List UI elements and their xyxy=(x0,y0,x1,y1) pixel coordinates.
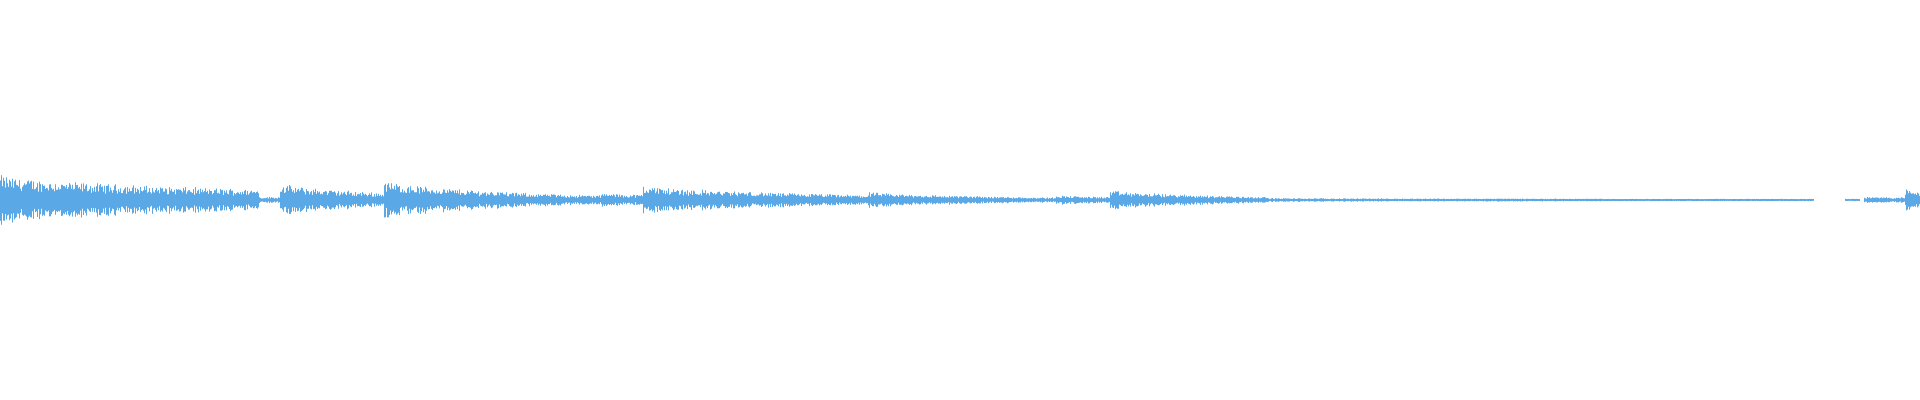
waveform-path xyxy=(0,175,1920,225)
waveform-samples xyxy=(0,175,1920,225)
